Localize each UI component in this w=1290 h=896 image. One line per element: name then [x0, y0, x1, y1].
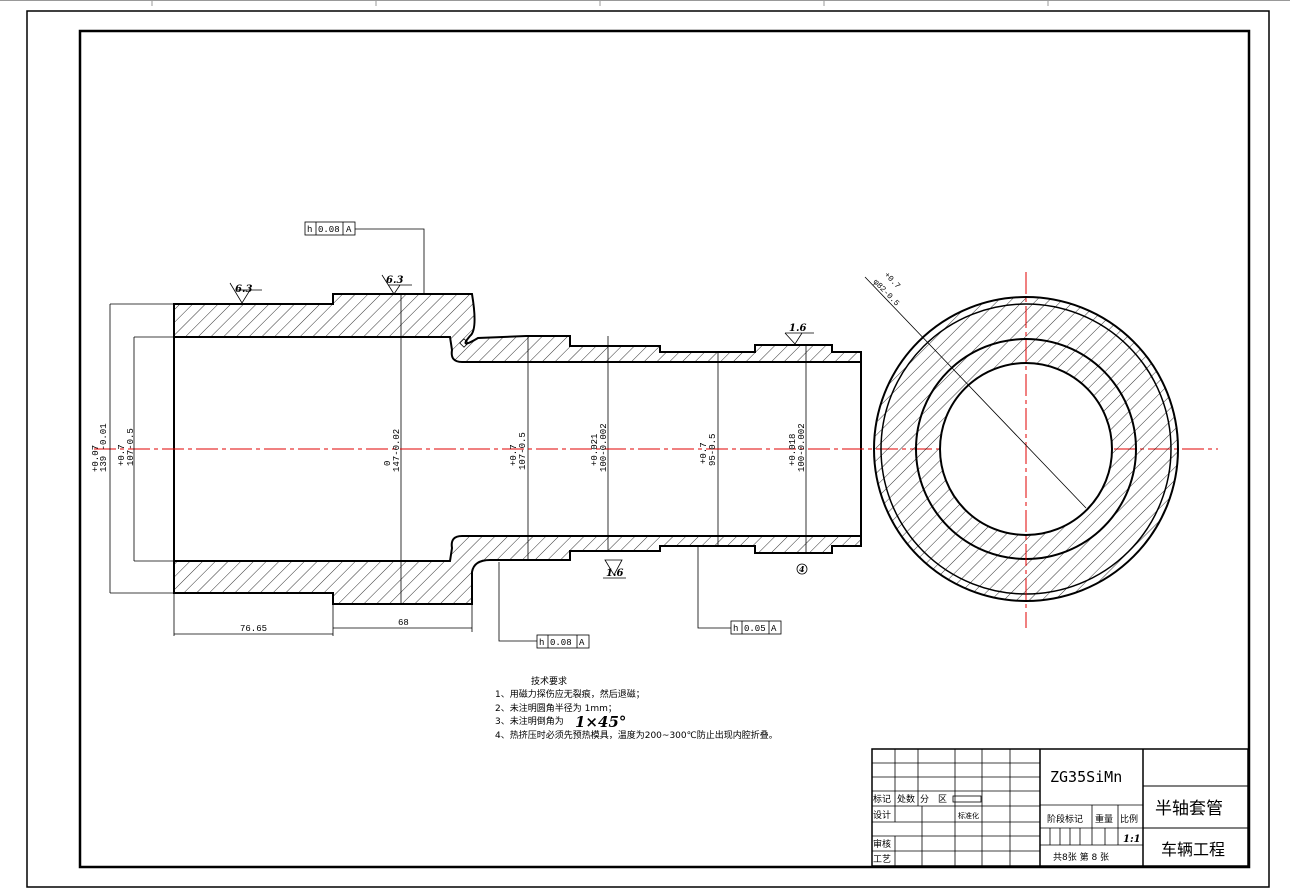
- label-ratio: 比例: [1120, 813, 1138, 825]
- dim-107a-upper: +0.7: [117, 444, 127, 466]
- diameter-labels: +0.07 139 -0.01 +0.7 107-0.5 0 147-0.02 …: [91, 423, 807, 472]
- top-strip: [0, 0, 1290, 6]
- note-3-chamfer: 1×45°: [575, 713, 626, 731]
- upper-wall: [173, 293, 862, 363]
- label-count: 处数: [897, 793, 915, 805]
- note-2: 2、未注明圆角半径为 1mm；: [495, 702, 617, 714]
- label-zone: 分: [920, 794, 929, 805]
- lower-wall: [173, 535, 862, 605]
- dimension-lines: [109, 303, 473, 636]
- tolerance-frame-1: h 0.08 A: [304, 221, 425, 294]
- label-zone-2: 区: [938, 794, 947, 805]
- tolerance-frame-3: h 0.05 A: [697, 547, 782, 635]
- inner-border: [78, 29, 1251, 869]
- end-view: φ82-0.5 +0.7: [864, 271, 1179, 628]
- tol-3-datum: A: [771, 624, 777, 634]
- dim-107b-upper: +0.7: [509, 444, 519, 466]
- length-dim-2: 68: [398, 618, 409, 628]
- label-stage: 阶段标记: [1047, 813, 1083, 825]
- notes-title: 技术要求: [531, 675, 567, 687]
- tol-2-datum: A: [579, 638, 585, 648]
- roughness-5: 4: [799, 564, 805, 574]
- tol-1-datum: A: [346, 225, 352, 235]
- dim-139-lower: 139 -0.01: [99, 423, 109, 472]
- outer-border: [26, 10, 1270, 888]
- note-4: 4、热挤压时必须先预热模具，温度为200~300℃防止出现内腔折叠。: [495, 729, 778, 741]
- tol-2-value: 0.08: [550, 638, 572, 648]
- material: ZG35SiMn: [1050, 768, 1122, 786]
- length-dim-1: 76.65: [240, 624, 267, 634]
- roughness-4: 1.6: [606, 568, 623, 579]
- tol-2-symbol: h: [539, 638, 544, 648]
- dim-139-upper: +0.07: [91, 445, 101, 472]
- label-review: 审核: [873, 838, 891, 850]
- label-weight: 重量: [1095, 813, 1113, 825]
- roughness-symbols: [229, 274, 814, 579]
- dim-100a-upper: +0.021: [590, 434, 600, 466]
- dim-107a-lower: 107-0.5: [126, 428, 136, 466]
- dim-107b-lower: 107-0.5: [518, 432, 528, 470]
- technical-notes: 技术要求 1、用磁力探伤应无裂痕，然后退磁； 2、未注明圆角半径为 1mm； 3…: [495, 675, 778, 741]
- tol-3-value: 0.05: [744, 624, 766, 634]
- tol-1-value: 0.08: [318, 225, 340, 235]
- dim-95-upper: +0.7: [699, 442, 709, 464]
- part-name: 半轴套管: [1155, 799, 1223, 819]
- label-design: 设计: [873, 809, 891, 821]
- note-3: 3、未注明倒角为: [495, 715, 564, 727]
- dim-100a-lower: 100-0.002: [599, 423, 609, 472]
- scale-value: 1:1: [1123, 834, 1141, 845]
- section-view: [94, 293, 1218, 605]
- dim-100b-upper: +0.018: [788, 434, 798, 466]
- dim-95-lower: 95-0.5: [708, 434, 718, 466]
- title-block-text: 标记 处数 分 区 设计 标准化 审核 工艺 ZG35SiMn 阶段标记 重量 …: [873, 768, 1225, 865]
- dim-147-lower: 147-0.02: [392, 429, 402, 472]
- label-process: 工艺: [873, 854, 891, 865]
- label-standard: 标准化: [958, 811, 979, 820]
- dim-100b-lower: 100-0.002: [797, 423, 807, 472]
- company-name: 车辆工程: [1161, 840, 1225, 859]
- label-mark: 标记: [873, 793, 891, 805]
- tol-3-symbol: h: [733, 624, 738, 634]
- tolerance-frame-2: h 0.08 A: [498, 562, 590, 649]
- roughness-3: 1.6: [789, 323, 806, 334]
- title-block: [871, 748, 1249, 867]
- dim-147-upper: 0: [383, 461, 393, 466]
- tol-1-symbol: h: [307, 225, 312, 235]
- roughness-1: 6.3: [235, 284, 252, 295]
- sheet-count: 共8张 第 8 张: [1053, 851, 1109, 863]
- note-1: 1、用磁力探伤应无裂痕，然后退磁；: [495, 688, 645, 700]
- roughness-2: 6.3: [386, 275, 403, 286]
